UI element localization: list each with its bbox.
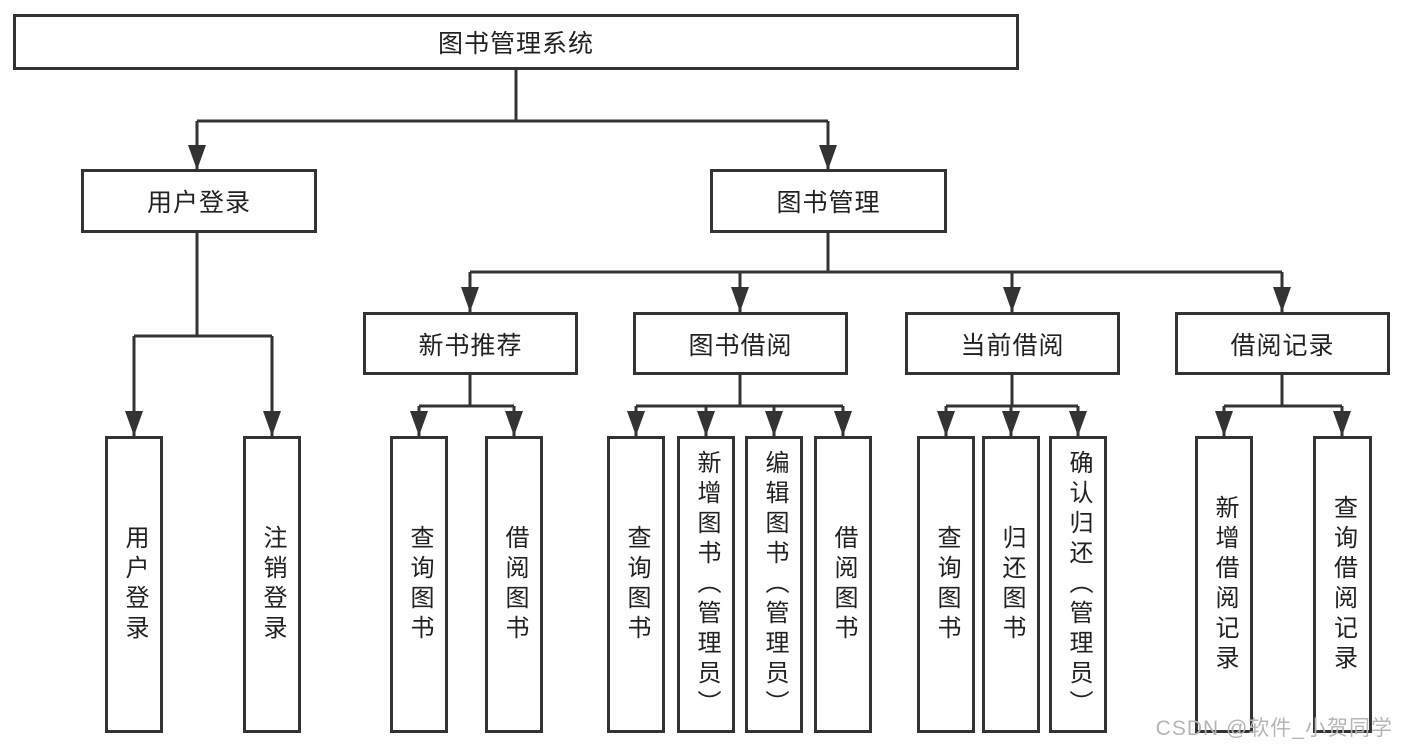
node-root-system: 图书管理系统 (13, 14, 1019, 70)
node-new-book-recommendation: 新书推荐 (363, 312, 578, 375)
node-leaf-confirm-return-admin: 确认归还（管理员） (1049, 436, 1107, 733)
node-leaf-query-books-recommend: 查询图书 (390, 436, 448, 733)
leaf-label: 查询借阅记录 (1329, 494, 1357, 675)
leaf-label: 编辑图书（管理员） (761, 449, 788, 720)
node-leaf-return-books: 归还图书 (982, 436, 1040, 733)
leaf-label: 查询图书 (933, 524, 960, 645)
leaf-label: 新增借阅记录 (1211, 494, 1238, 675)
node-leaf-logout: 注销登录 (243, 436, 301, 733)
node-book-borrowing: 图书借阅 (633, 312, 848, 375)
csdn-watermark: CSDN @软件_小贺同学 (1155, 717, 1393, 740)
node-user-login-module: 用户登录 (81, 169, 317, 233)
node-leaf-add-books-admin: 新增图书（管理员） (677, 436, 735, 733)
node-leaf-query-books-borrowing: 查询图书 (607, 436, 665, 733)
leaf-label: 查询图书 (623, 524, 650, 645)
node-leaf-query-borrow-record: 查询借阅记录 (1313, 436, 1372, 733)
node-leaf-add-borrow-record: 新增借阅记录 (1195, 436, 1253, 733)
leaf-label: 借阅图书 (830, 524, 857, 645)
node-leaf-query-books-current: 查询图书 (917, 436, 975, 733)
node-leaf-borrow-books: 借阅图书 (814, 436, 872, 733)
node-leaf-edit-books-admin: 编辑图书（管理员） (745, 436, 803, 733)
node-current-borrowing: 当前借阅 (905, 312, 1120, 375)
leaf-label: 用户登录 (121, 524, 148, 645)
leaf-label: 新增图书（管理员） (693, 449, 720, 720)
leaf-label: 注销登录 (259, 524, 286, 645)
node-book-management-module: 图书管理 (710, 169, 947, 233)
leaf-label: 归还图书 (998, 524, 1025, 645)
node-leaf-borrow-books-recommend: 借阅图书 (485, 436, 543, 733)
leaf-label: 借阅图书 (501, 524, 528, 645)
node-leaf-user-login: 用户登录 (105, 436, 163, 733)
leaf-label: 确认归还（管理员） (1065, 449, 1092, 720)
leaf-label: 查询图书 (406, 524, 433, 645)
node-borrowing-records: 借阅记录 (1175, 312, 1390, 375)
